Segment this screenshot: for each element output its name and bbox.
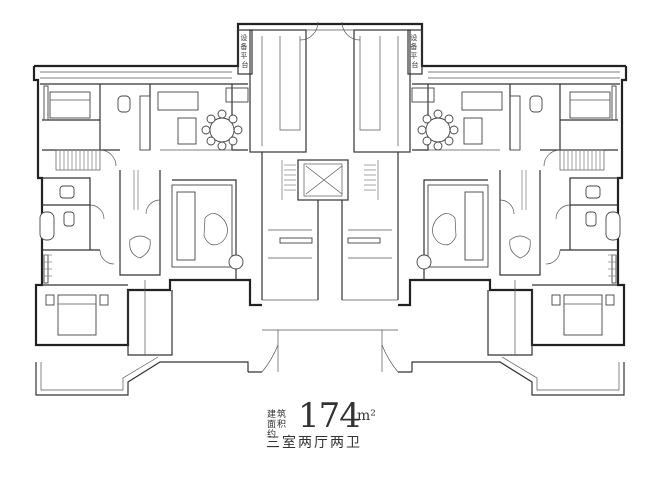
left-bedroom-1 xyxy=(49,91,91,119)
right-unit xyxy=(411,84,621,336)
left-living-sofa xyxy=(171,184,244,270)
svg-text:设 备 平 台: 设 备 平 台 xyxy=(240,33,249,69)
equipment-platforms: 设 备 平 台 设 备 平 台 xyxy=(237,29,423,75)
terrace-outline xyxy=(35,356,625,396)
building-outline xyxy=(32,22,628,356)
platform-label-left-1: 设 xyxy=(240,33,247,42)
central-core xyxy=(249,21,411,373)
area-unit: m² xyxy=(357,408,376,424)
left-dining-table xyxy=(201,109,243,151)
left-bedroom-2 xyxy=(45,294,109,336)
area-label: 建筑面积约 xyxy=(267,410,288,440)
left-stair xyxy=(55,149,101,171)
svg-text:设 备 平 台: 设 备 平 台 xyxy=(410,33,419,69)
left-unit xyxy=(39,84,249,336)
layout-label: 三室两厅两卫 xyxy=(266,435,362,451)
area-value: 174 xyxy=(298,396,361,436)
